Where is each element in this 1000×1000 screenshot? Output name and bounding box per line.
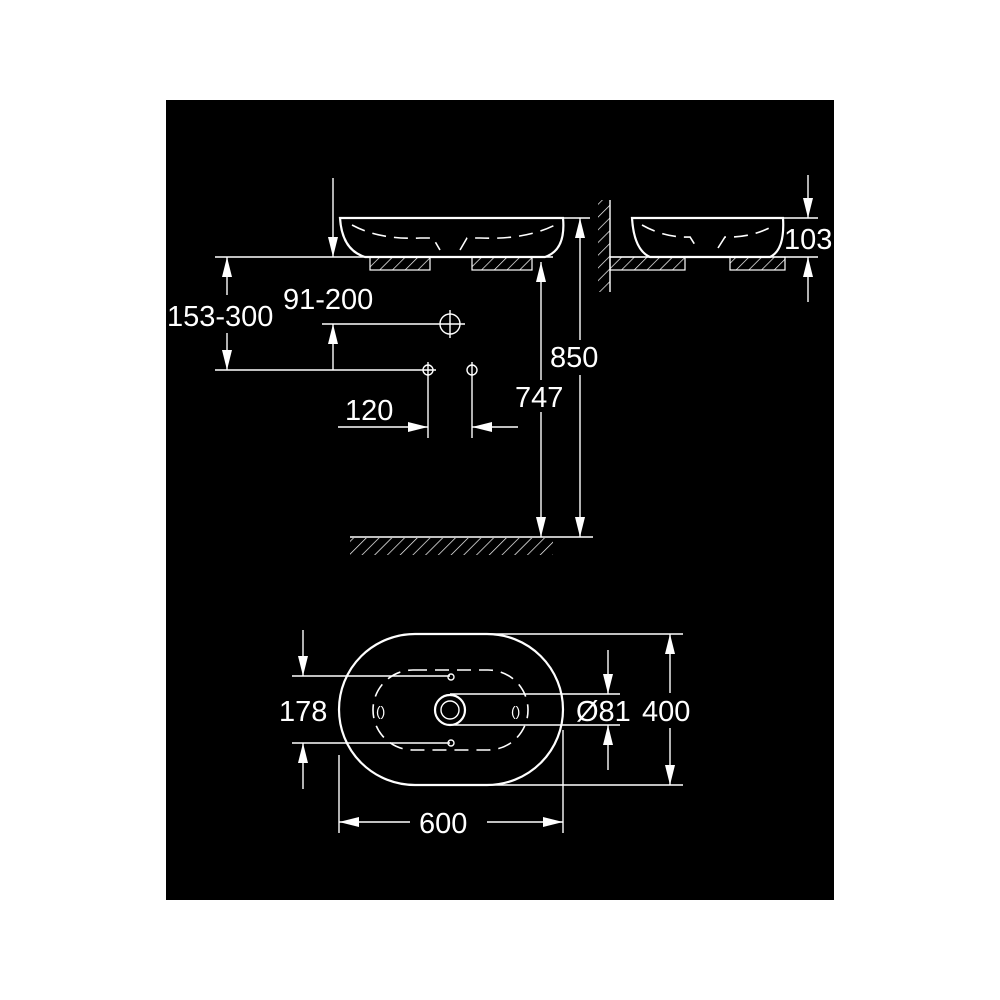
dim-178: 178 [279,696,327,728]
arrow-up-icon [603,725,613,745]
dim-747: 747 [515,382,563,414]
counter-section [729,256,786,271]
arrow-down-icon [803,198,813,218]
floor-hatch [350,538,553,555]
dim-103: 103 [784,224,832,256]
arrow-down-icon [328,237,338,257]
arrow-up-icon [222,257,232,277]
dim-153-300: 153-300 [167,301,273,333]
arrow-left-icon [472,422,492,432]
side-view: 153-300 91-200 120 747 850 [167,178,598,555]
arrow-right-icon [408,422,428,432]
top-view: () () 178 Ø81 400 600 [279,630,690,840]
wall-view: 103 [598,175,832,302]
counter-section [609,256,686,271]
overflow-right: () [511,703,520,719]
arrow-down-icon [603,674,613,694]
arrow-up-icon [575,218,585,238]
arrow-left-icon [339,817,359,827]
arrow-up-icon [298,743,308,763]
dim-diameter-81: Ø81 [576,696,631,728]
counter-section-left [369,256,431,271]
dim-91-200: 91-200 [283,284,373,316]
arrow-up-icon [328,324,338,344]
counter-section-right [471,256,533,271]
arrow-down-icon [575,517,585,537]
arrow-down-icon [298,656,308,676]
wall-hatch [598,200,610,292]
dim-850: 850 [550,342,598,374]
basin-inner-dashed [372,669,529,751]
drain-inner [440,700,460,720]
arrow-down-icon [536,517,546,537]
dim-120: 120 [345,395,393,427]
dim-600: 600 [419,808,467,840]
arrow-up-icon [665,634,675,654]
arrow-down-icon [665,765,675,785]
dim-400: 400 [642,696,690,728]
arrow-up-icon [536,262,546,282]
arrow-down-icon [222,350,232,370]
basin-inner-bowl [351,224,556,251]
drawing-background [166,100,834,900]
arrow-right-icon [543,817,563,827]
fixing-symbol [447,673,455,681]
arrow-up-icon [803,257,813,277]
overflow-left: () [376,703,385,719]
